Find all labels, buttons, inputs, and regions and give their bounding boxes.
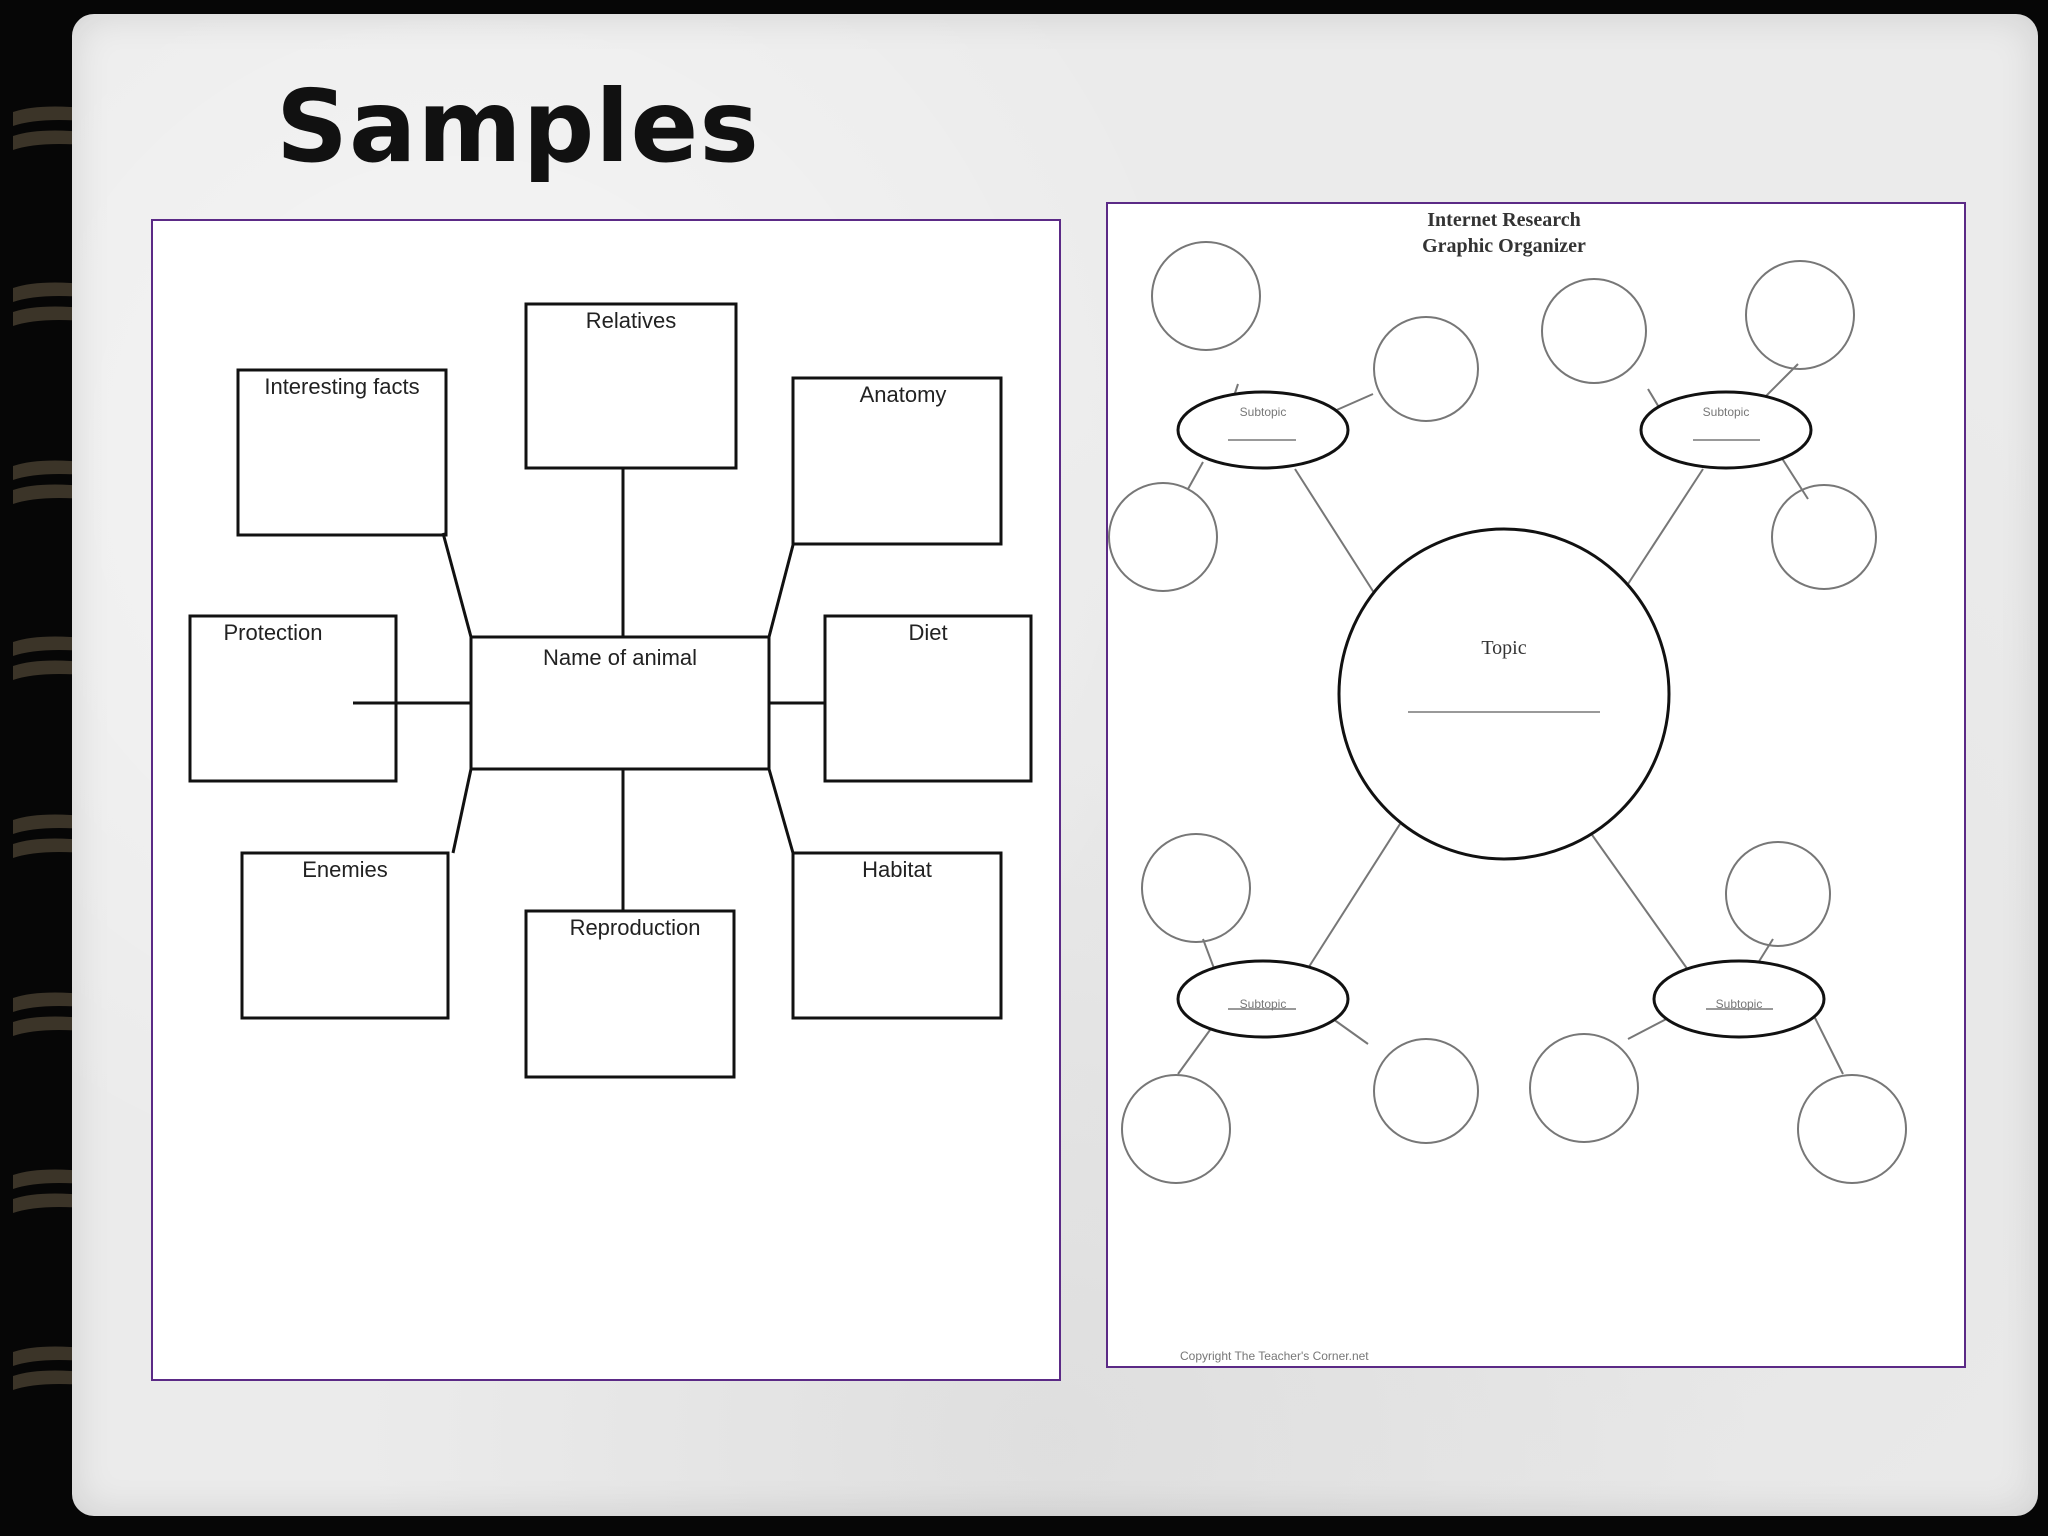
subtopic-ellipse (1176, 390, 1350, 470)
box-reproduction (524, 909, 736, 1079)
research-organizer-diagram: Internet Research Graphic Organizer (1108, 209, 1907, 1363)
box-label: Habitat (862, 857, 932, 882)
connector-line (1297, 823, 1401, 985)
subtopic-label: Subtopic (1716, 997, 1763, 1011)
research-organizer-panel: Internet Research Graphic Organizer (1106, 202, 1966, 1368)
connector-line (451, 768, 473, 854)
detail-circle (1108, 482, 1218, 592)
detail-circle (1541, 278, 1647, 384)
topic-circle (1337, 527, 1671, 861)
detail-circle (1529, 1033, 1639, 1143)
connector-line (1627, 468, 1704, 585)
box-diet (823, 614, 1033, 783)
detail-circle (1151, 241, 1261, 351)
center-box (469, 635, 771, 771)
connector-line (441, 532, 473, 638)
connector-line (1589, 831, 1699, 985)
detail-circle (1373, 316, 1479, 422)
box-label: Relatives (586, 308, 676, 333)
subtopic-ellipse (1176, 959, 1350, 1039)
animal-organizer-panel: Name of animal Relatives Interesting fac… (151, 219, 1061, 1381)
subtopic-label: Subtopic (1240, 405, 1287, 419)
detail-circle (1121, 1074, 1231, 1184)
box-enemies (240, 851, 450, 1020)
organizer-header: Internet Research (1427, 209, 1580, 231)
organizer-header: Graphic Organizer (1422, 235, 1586, 257)
connector-line (1332, 1018, 1369, 1045)
slide-title: Samples (276, 68, 760, 185)
subtopic-label: Subtopic (1240, 997, 1287, 1011)
center-label: Name of animal (543, 645, 697, 670)
connector-line (1812, 1013, 1844, 1075)
box-anatomy (791, 376, 1003, 546)
detail-circle (1725, 841, 1831, 947)
box-label: Enemies (302, 857, 388, 882)
subtopic-label: Subtopic (1703, 405, 1750, 419)
detail-circle (1797, 1074, 1907, 1184)
box-label: Anatomy (860, 382, 947, 407)
box-relatives (524, 302, 738, 470)
detail-circle (1771, 484, 1877, 590)
detail-circle (1745, 260, 1855, 370)
box-label: Interesting facts (264, 374, 419, 399)
box-label: Diet (908, 620, 947, 645)
box-habitat (791, 851, 1003, 1020)
copyright-footer: Copyright The Teacher's Corner.net (1180, 1349, 1369, 1363)
box-interesting-facts (236, 368, 448, 537)
box-label: Reproduction (570, 915, 701, 940)
detail-circle (1373, 1038, 1479, 1144)
connector-line (1187, 461, 1204, 490)
detail-circle (1141, 833, 1251, 943)
animal-organizer-diagram: Name of animal Relatives Interesting fac… (188, 302, 1033, 1079)
connector-line (767, 768, 795, 854)
box-label: Protection (223, 620, 322, 645)
box-protection (188, 614, 398, 783)
connector-line (767, 544, 795, 638)
subtopic-ellipse (1652, 959, 1826, 1039)
topic-label: Topic (1481, 637, 1526, 659)
connector-line (1294, 468, 1379, 600)
subtopic-ellipse (1639, 390, 1813, 470)
